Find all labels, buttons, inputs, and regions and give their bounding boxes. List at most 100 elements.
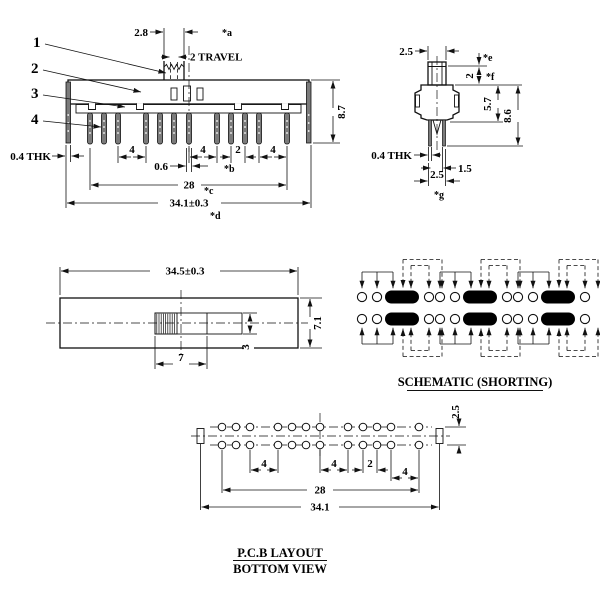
svg-text:0.4 THK: 0.4 THK (371, 150, 412, 162)
svg-text:28: 28 (184, 180, 196, 192)
front-body-windows (170, 85, 204, 102)
dim-side-knob-width: 2.5 (399, 46, 459, 60)
base-notch (281, 103, 289, 110)
side-view: 2.5 *e 2 *f 5.7 8.6 (371, 46, 523, 201)
note-b: *b (224, 164, 235, 175)
schematic-terminal (527, 313, 539, 325)
front-knob (163, 61, 185, 80)
front-pin (284, 112, 290, 145)
side-tab-left (415, 94, 420, 108)
top-knob-hatched (156, 313, 175, 334)
dim-travel: 2 TRAVEL (161, 52, 242, 64)
svg-text:1.5: 1.5 (458, 163, 472, 175)
pcb-layout: 4 4 2 4 28 34.1 2.5 P.C.B LAYOUT (191, 405, 466, 576)
front-pin (157, 112, 163, 145)
base-notch (234, 103, 242, 110)
svg-text:8.6: 8.6 (502, 109, 514, 123)
dim-side-thickness: 0.4 THK (371, 147, 441, 162)
svg-text:4: 4 (402, 466, 408, 478)
pcb-hole (245, 440, 255, 450)
svg-text:4: 4 (270, 144, 276, 156)
pcb-hole (372, 440, 382, 450)
dim-top-overall: 34.5±0.3 (59, 266, 299, 295)
pcb-hole (301, 440, 311, 450)
part-labels: 1 2 3 4 (31, 35, 167, 129)
base-notch (88, 103, 96, 110)
pcb-hole (287, 440, 297, 450)
svg-text:4: 4 (200, 144, 206, 156)
schematic-contacts (356, 259, 600, 357)
svg-text:4: 4 (261, 458, 267, 470)
pcb-mount-hole-left (196, 428, 205, 444)
svg-text:0.4 THK: 0.4 THK (10, 151, 51, 163)
front-pin (186, 112, 192, 145)
pcb-title-block: P.C.B LAYOUT BOTTOM VIEW (233, 546, 327, 576)
schematic-shorting-contact (385, 312, 419, 326)
schematic-terminal (434, 313, 446, 325)
schematic-terminal (501, 313, 513, 325)
front-pin (214, 112, 220, 145)
pcb-hole (217, 440, 227, 450)
schematic-terminal (356, 291, 368, 303)
svg-text:34.5±0.3: 34.5±0.3 (165, 266, 205, 278)
pcb-hole (386, 422, 396, 432)
base-notch (136, 103, 144, 110)
pcb-hole (414, 422, 424, 432)
pcb-title: P.C.B LAYOUT (237, 546, 323, 560)
side-pins (428, 119, 446, 147)
pcb-hole (386, 440, 396, 450)
pcb-hole (231, 422, 241, 432)
front-pin (256, 112, 262, 145)
knob-break-zigzag (163, 63, 185, 71)
dim-knob-width: 2.8 *a (134, 27, 232, 58)
schematic-terminal (371, 313, 383, 325)
svg-text:0.6: 0.6 (154, 161, 168, 173)
schematic-terminal (579, 313, 591, 325)
part-label-3: 3 (31, 86, 39, 102)
front-pin (242, 112, 248, 145)
schematic-terminal (501, 291, 513, 303)
dim-side-pin-span: 2.5 *g (414, 149, 460, 201)
schematic-terminal (449, 291, 461, 303)
schematic-terminal (527, 291, 539, 303)
side-contact-v (432, 119, 442, 136)
pcb-subtitle: BOTTOM VIEW (233, 562, 327, 576)
schematic-terminal (434, 291, 446, 303)
dim-side-overall-height: 8.6 (447, 84, 523, 147)
pcb-hole (372, 422, 382, 432)
pcb-hole (217, 422, 227, 432)
pcb-hole (315, 440, 325, 450)
pcb-hole (287, 422, 297, 432)
dim-height: 8.7 (311, 79, 348, 144)
pcb-extension-lines (200, 444, 440, 510)
note-c: *c (204, 186, 214, 197)
schematic-title: SCHEMATIC (SHORTING) (398, 375, 553, 389)
pcb-hole (315, 422, 325, 432)
svg-text:2.5: 2.5 (450, 405, 462, 419)
front-base-strip (75, 104, 302, 114)
front-side-tabs (65, 81, 312, 144)
note-e: *e (483, 53, 493, 64)
pcb-mount-hole-right (435, 428, 444, 444)
dim-overall-front: 34.1±0.3 *d (65, 145, 312, 222)
schematic: SCHEMATIC (SHORTING) (356, 259, 600, 392)
schematic-shorting-contact (463, 312, 497, 326)
pcb-holes (217, 422, 424, 450)
svg-text:2: 2 (464, 73, 476, 79)
side-body (414, 84, 460, 121)
pcb-hole (273, 440, 283, 450)
schematic-terminal (371, 291, 383, 303)
pcb-hole (301, 422, 311, 432)
svg-text:7.1: 7.1 (312, 316, 324, 330)
svg-text:4: 4 (331, 458, 337, 470)
part-label-4: 4 (31, 112, 39, 128)
part-label-1: 1 (33, 35, 41, 51)
dim-top-slot-length: 7 (154, 336, 208, 369)
svg-text:4: 4 (129, 144, 135, 156)
note-a: *a (222, 28, 232, 39)
svg-text:8.7: 8.7 (336, 105, 348, 119)
top-view: 34.5±0.3 7.1 7 3 (46, 266, 324, 369)
schematic-terminal (423, 291, 435, 303)
dim-top-width: 7.1 (300, 297, 324, 349)
